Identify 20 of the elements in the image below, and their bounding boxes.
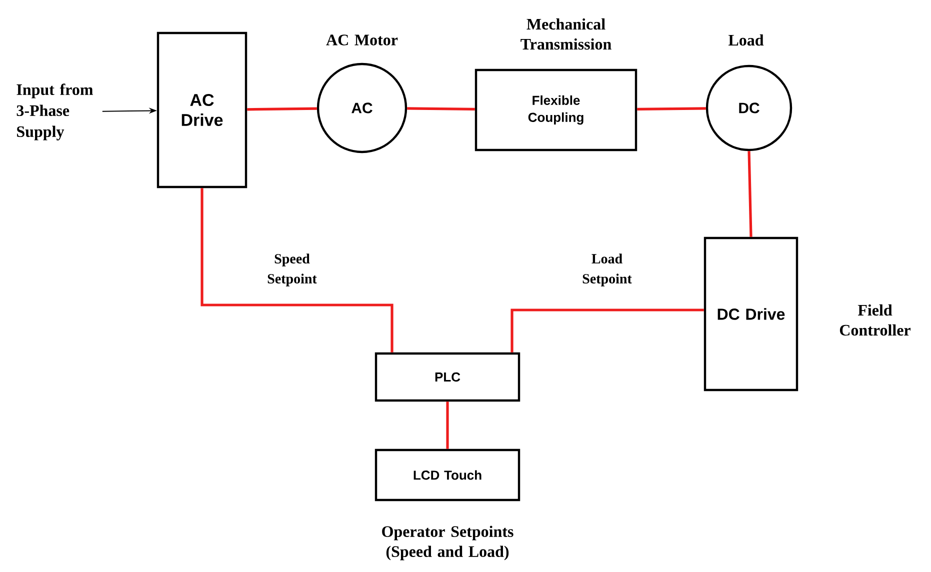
connector-line <box>510 308 704 352</box>
input-label: Input from 3-Phase Supply <box>16 84 93 140</box>
heading-label: Load <box>728 34 764 46</box>
process-box: Flexible Coupling <box>474 68 638 152</box>
heading-label: Mechanical Transmission <box>520 18 612 50</box>
connector-line <box>407 107 475 110</box>
edge-label: Load Setpoint <box>568 252 646 288</box>
heading-label: AC Motor <box>326 34 398 46</box>
connector-line <box>200 188 394 352</box>
process-box: LCD Touch <box>374 448 520 502</box>
connector-line <box>748 151 752 237</box>
process-box: AC Drive <box>156 32 248 188</box>
connector-line <box>247 107 317 111</box>
edge-label: Speed Setpoint <box>254 252 330 288</box>
caption-label: Field Controller <box>840 304 910 336</box>
process-box: PLC <box>374 352 520 402</box>
process-box: DC Drive <box>704 236 798 392</box>
caption-label: Operator Setpoints (Speed and Load) <box>382 526 514 560</box>
connector-line <box>637 107 706 110</box>
connector-line <box>446 402 449 449</box>
